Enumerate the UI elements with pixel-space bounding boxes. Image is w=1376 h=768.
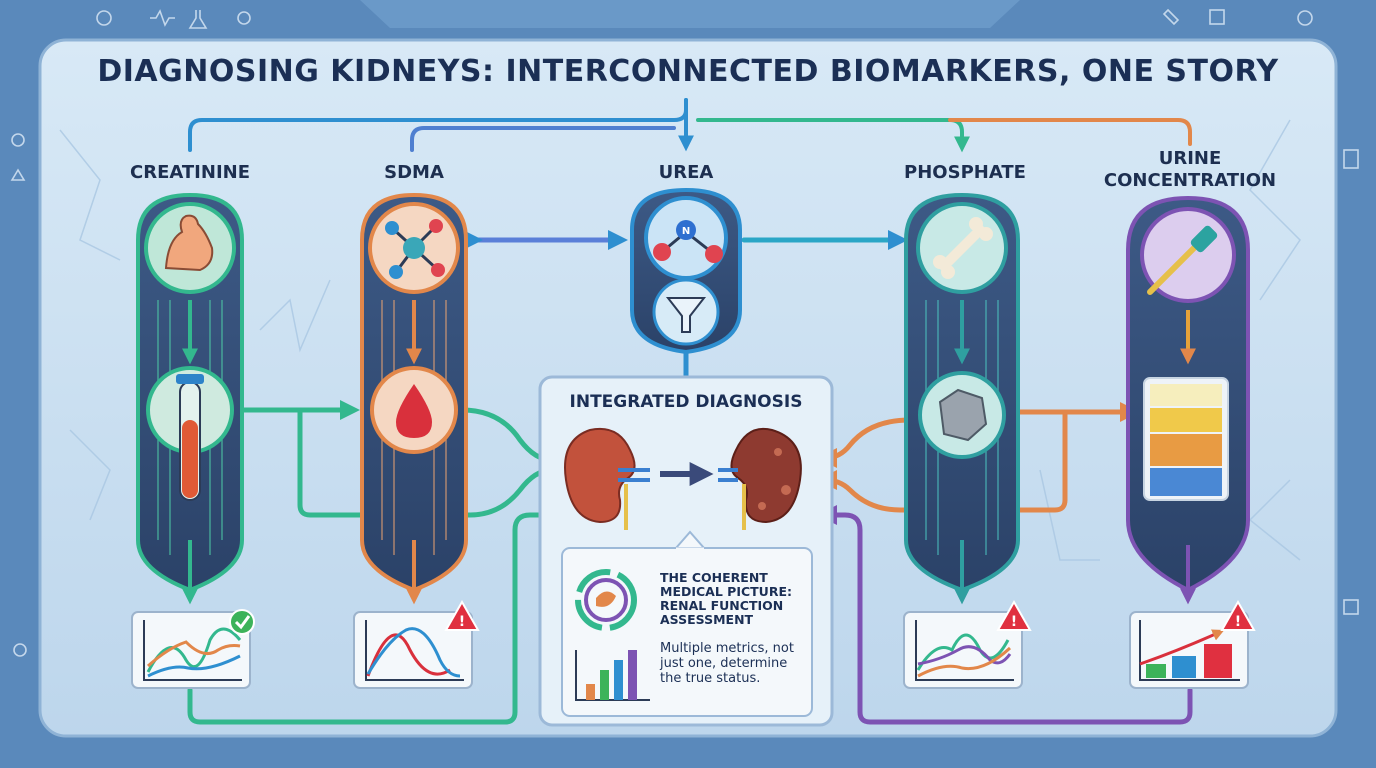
integrated-diagnosis-title: INTEGRATED DIAGNOSIS (569, 392, 803, 412)
warning-icon: ! (1220, 599, 1256, 631)
svg-text:N: N (682, 226, 690, 237)
column-phosphate (904, 192, 1020, 605)
label-urine-line2: CONCENTRATION (1103, 170, 1277, 191)
page-title: DIAGNOSING KIDNEYS: INTERCONNECTED BIOMA… (97, 54, 1279, 89)
warning-icon: ! (444, 599, 480, 631)
label-sdma: SDMA (384, 162, 444, 183)
chart-card-phosphate (903, 611, 1023, 689)
svg-text:!: ! (1011, 614, 1017, 630)
chart-card-sdma (353, 611, 473, 689)
label-creatinine: CREATININE (130, 162, 250, 183)
column-creatinine (136, 192, 244, 605)
stone-icon (918, 371, 1006, 459)
flexed-arm-icon (144, 202, 236, 294)
healthy-kidney-icon (564, 428, 650, 530)
top-connector-lines (188, 98, 1192, 153)
integrated-diagnosis-card (538, 375, 834, 727)
checkmark-icon (229, 609, 255, 635)
svg-text:!: ! (1235, 614, 1241, 630)
column-urine-concentration (1126, 195, 1250, 605)
blood-drop-icon (370, 366, 458, 454)
test-tube-icon (146, 366, 234, 501)
diseased-kidney-icon (718, 428, 802, 530)
urine-color-scale-icon (1143, 377, 1229, 501)
warning-icon: ! (996, 599, 1032, 631)
label-phosphate: PHOSPHATE (904, 162, 1026, 183)
bar-chart-icon (575, 650, 650, 701)
coherent-picture-body: Multiple metrics, not just one, determin… (660, 641, 794, 686)
label-urine-line1: URINE (1158, 148, 1222, 169)
label-urea: UREA (658, 162, 714, 183)
dropper-icon (1140, 207, 1236, 303)
chart-card-creatinine (131, 611, 251, 689)
svg-text:!: ! (459, 614, 465, 630)
column-urea: N (630, 187, 742, 355)
chart-card-urine (1129, 611, 1249, 689)
column-sdma (360, 192, 468, 605)
assessment-wheel-icon (575, 569, 637, 631)
bone-icon (916, 202, 1008, 294)
coherent-picture-heading: THE COHERENT MEDICAL PICTURE: RENAL FUNC… (660, 570, 792, 627)
label-urine-concentration: URINE CONCENTRATION (1090, 148, 1290, 192)
nitrogen-molecule-icon: N (644, 196, 728, 280)
funnel-icon (652, 278, 720, 346)
molecule-icon (368, 202, 460, 294)
link-arrows (187, 230, 1193, 725)
